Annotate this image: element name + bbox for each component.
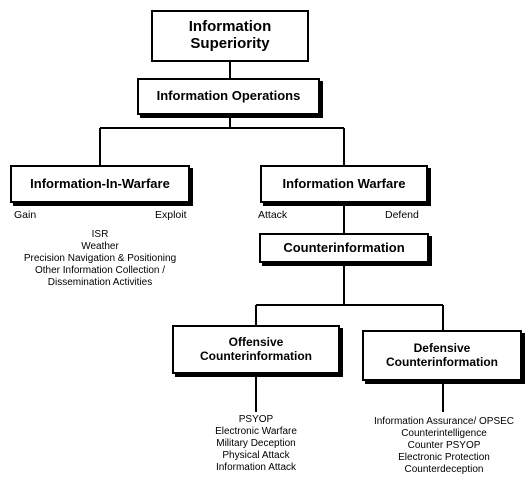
list-item: Electronic Warfare (215, 426, 297, 437)
defend-label: Defend (385, 209, 419, 221)
list-item: Counterdeception (404, 464, 484, 475)
counterinformation-label: Counterinformation (283, 239, 405, 255)
list-item: Other Information Collection / (34, 265, 166, 276)
list-item: Counterintelligence (401, 428, 487, 439)
info-operations-box: Information Operations (137, 78, 320, 115)
iiw-activities-list: ISR Weather Precision Navigation & Posit… (14, 229, 186, 289)
counterinformation-box: Counterinformation (259, 233, 429, 263)
list-item: Precision Navigation & Positioning (23, 253, 177, 264)
attack-label: Attack (258, 209, 288, 221)
list-item: Military Deception (216, 438, 296, 449)
info-warfare-label: Information Warfare (282, 175, 406, 191)
list-item: Information Assurance/ OPSEC (373, 416, 515, 427)
defensive-counterinformation-box: Defensive Counterinformation (362, 330, 522, 381)
list-item: Dissemination Activities (47, 277, 153, 288)
info-superiority-label: Information Superiority (188, 18, 272, 52)
offensive-activities-list: PSYOP Electronic Warfare Military Decept… (186, 414, 326, 474)
offensive-counterinformation-box: Offensive Counterinformation (172, 325, 340, 374)
offensive-counterinformation-label: Offensive Counterinformation (200, 335, 312, 363)
defensive-activities-list: Information Assurance/ OPSEC Counterinte… (366, 416, 522, 476)
info-superiority-box: Information Superiority (151, 10, 309, 62)
defensive-counterinformation-label: Defensive Counterinformation (386, 341, 498, 369)
list-item: Electronic Protection (398, 452, 490, 463)
info-warfare-box: Information Warfare (260, 165, 428, 203)
list-item: Counter PSYOP (407, 440, 481, 451)
info-in-warfare-label: Information-In-Warfare (30, 175, 170, 191)
list-item: Physical Attack (222, 450, 290, 461)
list-item: PSYOP (238, 414, 274, 425)
gain-label: Gain (14, 209, 37, 221)
info-operations-label: Information Operations (156, 88, 301, 104)
list-item: Information Attack (215, 462, 297, 473)
list-item: ISR (91, 229, 109, 240)
info-in-warfare-box: Information-In-Warfare (10, 165, 190, 203)
exploit-label: Exploit (155, 209, 187, 221)
list-item: Weather (81, 241, 119, 252)
